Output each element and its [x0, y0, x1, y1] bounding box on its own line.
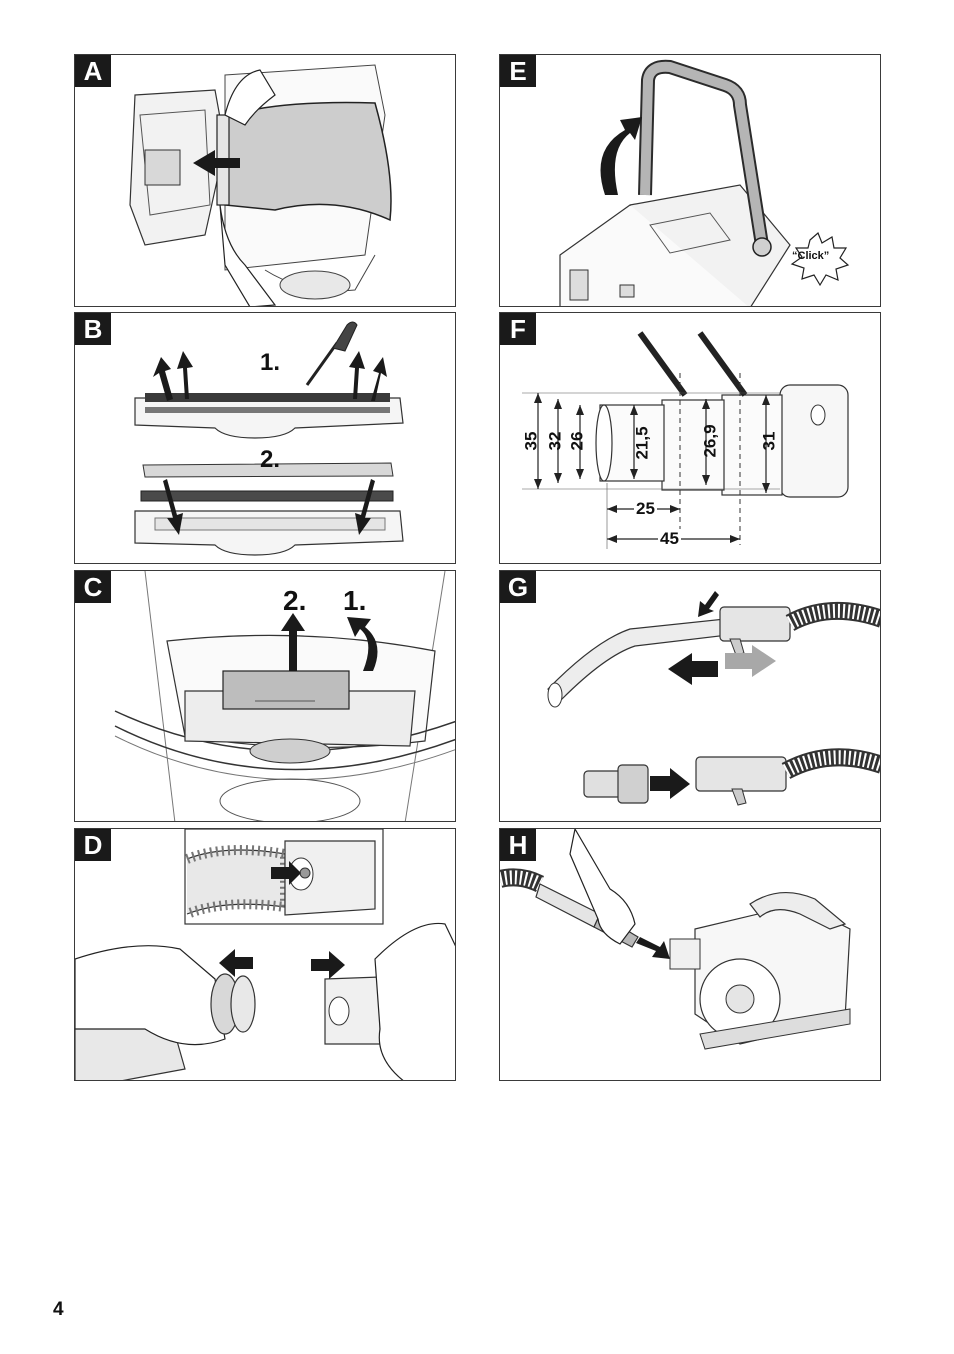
panel-letter-g: G	[500, 571, 536, 603]
figure-panel-b: B 1. 2.	[74, 312, 456, 564]
dim-45-label: 45	[658, 529, 681, 549]
dim-26-label: 26	[567, 431, 587, 451]
figure-panel-g: G	[499, 570, 881, 822]
step-1-label: 1.	[260, 349, 281, 376]
page-number: 4	[53, 1299, 64, 1320]
dim-35-label: 35	[521, 431, 541, 451]
dim-31-label: 31	[759, 431, 779, 451]
panel-letter-c: C	[75, 571, 111, 603]
panel-letter-a: A	[75, 55, 111, 87]
figure-panel-a: A	[74, 54, 456, 307]
panel-letter-e: E	[500, 55, 536, 87]
panel-letter-f: F	[500, 313, 536, 345]
figure-panel-e: E “Click”	[499, 54, 881, 307]
panel-letter-b: B	[75, 313, 111, 345]
panel-letter-h: H	[500, 829, 536, 861]
filter-removal-illustration	[114, 571, 455, 821]
panel-letter-d: D	[75, 829, 111, 861]
dim-25-label: 25	[634, 499, 657, 519]
figure-panel-c: C 2. 1.	[74, 570, 456, 822]
filter-bag-removal-illustration	[129, 64, 392, 306]
click-label: “Click”	[792, 250, 830, 262]
step-2-label: 2.	[283, 585, 307, 616]
dim-21-5-label: 21,5	[632, 426, 652, 460]
power-tool-connection-illustration	[500, 829, 851, 1050]
adapter-dimensions-drawing	[522, 331, 849, 549]
floor-nozzle-strips-illustration	[134, 321, 404, 556]
dim-26-9-label: 26,9	[700, 424, 720, 458]
figure-panel-f: F 35 32 26	[499, 312, 881, 564]
step-1-label: 1.	[343, 585, 367, 616]
dim-32-label: 32	[545, 431, 565, 451]
hose-connection-illustration	[547, 591, 880, 806]
step-2-label: 2.	[260, 446, 281, 473]
figure-panel-h: H	[499, 828, 881, 1081]
figure-panel-d: D	[74, 828, 456, 1081]
adapter-connection-illustration	[75, 829, 455, 1080]
handle-fold-illustration	[559, 59, 850, 306]
